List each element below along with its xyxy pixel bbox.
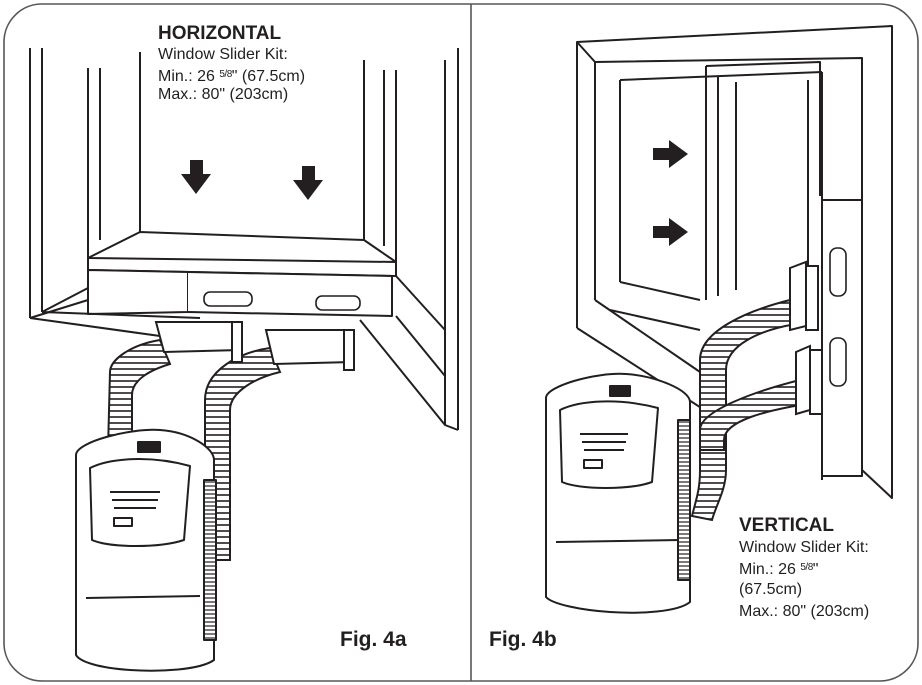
outer-border xyxy=(3,3,919,682)
vertical-min-suffix: " xyxy=(812,561,819,578)
horizontal-max-spec: Max.: 80" (203cm) xyxy=(158,86,289,103)
vertical-min-metric: (67.5cm) xyxy=(739,581,803,598)
vertical-heading: VERTICAL xyxy=(739,515,834,536)
vertical-min-fraction: 5/8 xyxy=(800,562,813,573)
horizontal-min-prefix: Min.: 26 xyxy=(158,68,220,85)
hose-icon xyxy=(690,260,823,522)
air-conditioner-icon xyxy=(545,372,691,614)
right-arrow-icon xyxy=(653,218,688,246)
vertical-max-spec: Max.: 80" (203cm) xyxy=(739,603,870,620)
vertical-min-prefix: Min.: 26 xyxy=(739,561,801,578)
down-arrow-icon xyxy=(181,160,211,194)
horizontal-kit-label: Window Slider Kit: xyxy=(158,46,288,63)
air-conditioner-icon xyxy=(75,428,217,672)
hose-icon xyxy=(106,321,355,561)
horizontal-window-illustration xyxy=(29,48,459,431)
horizontal-min-suffix: " (67.5cm) xyxy=(231,68,306,85)
down-arrow-icon xyxy=(293,166,323,200)
figure-label-4a: Fig. 4a xyxy=(340,628,407,651)
right-arrow-icon xyxy=(653,140,688,168)
horizontal-heading: HORIZONTAL xyxy=(158,23,282,44)
vertical-min-spec: Min.: 26 5/8" xyxy=(739,558,818,580)
vertical-kit-label: Window Slider Kit: xyxy=(739,539,869,556)
horizontal-min-spec: Min.: 26 5/8" (67.5cm) xyxy=(158,65,305,87)
horizontal-min-fraction: 5/8 xyxy=(219,69,232,80)
figure-label-4b: Fig. 4b xyxy=(489,628,557,651)
